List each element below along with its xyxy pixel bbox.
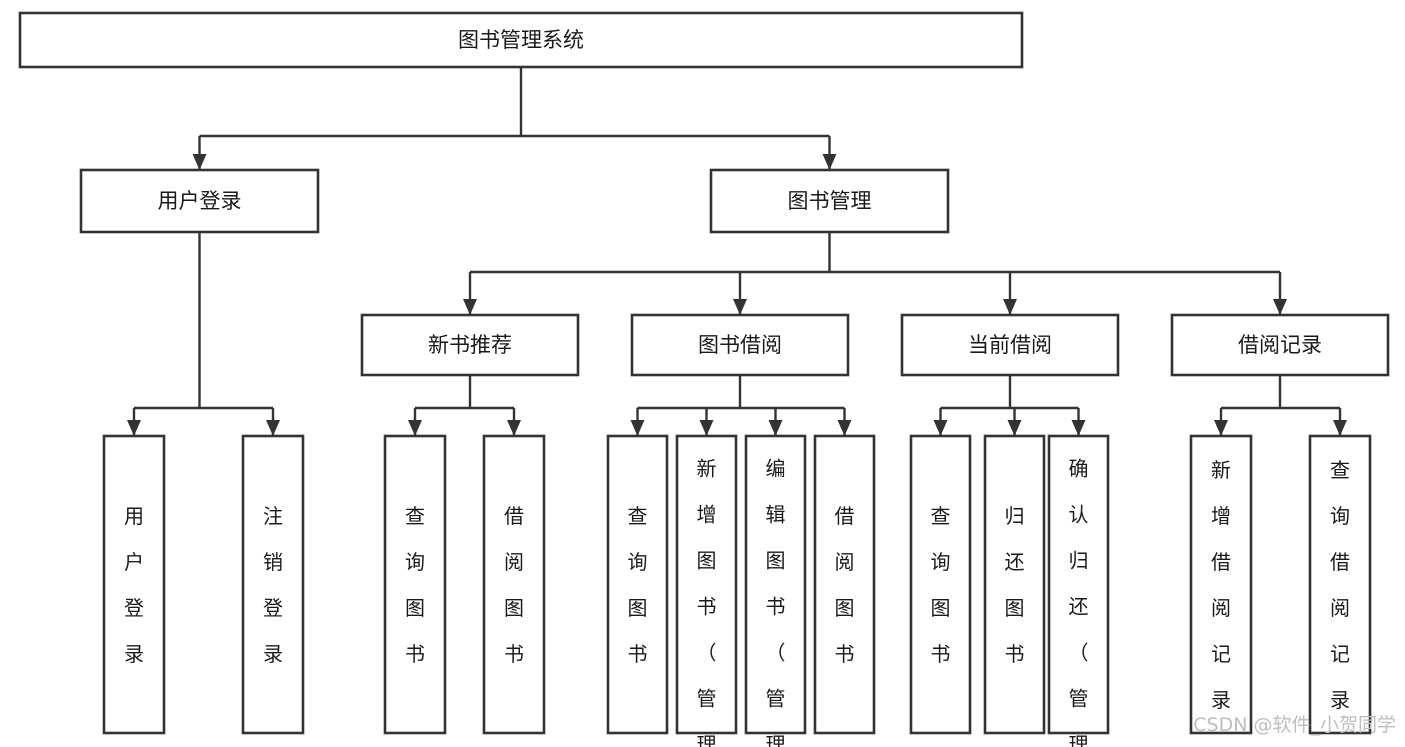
arrow-head-icon [127,420,141,436]
leaf-label: 新增图书（管理员） [697,457,717,747]
leaf-node-leaf-borrow-book-2[interactable]: 借阅图书 [813,434,876,735]
arrow-head-icon [1273,299,1287,315]
node-label: 当前借阅 [968,333,1052,357]
leaf-label: 确认归还（管理员） [1069,457,1089,747]
arrow-head-icon [1007,420,1022,436]
arrow-head-icon [768,420,783,436]
leaf-node-leaf-query-book-2[interactable]: 查询图书 [606,434,669,735]
leaf-label: 用户登录 [124,504,144,666]
node-layer: 图书管理系统用户登录图书管理新书推荐图书借阅当前借阅借阅记录用户登录注销登录查询… [18,11,1390,747]
root-node-root[interactable]: 图书管理系统 [18,11,1024,69]
leaf-node-leaf-borrow-book-1[interactable]: 借阅图书 [482,434,546,735]
leaf-label: 编辑图书（管理员） [766,457,786,747]
arrow-head-icon [837,420,852,436]
leaf-node-leaf-edit-book[interactable]: 编辑图书（管理员） [744,434,807,747]
arrow-head-icon [699,420,714,436]
arrow-head-icon [733,299,747,315]
arrow-head-icon [1071,420,1086,436]
level3-node-book-borrow[interactable]: 图书借阅 [630,313,850,377]
leaf-node-leaf-return-book[interactable]: 归还图书 [983,434,1046,735]
level2-node-user-login[interactable]: 用户登录 [79,168,320,234]
leaf-label: 归还图书 [1005,504,1025,666]
node-label: 借阅记录 [1238,333,1322,357]
leaf-label: 借阅图书 [835,504,855,666]
arrow-head-icon [192,154,207,170]
node-label: 新书推荐 [428,333,512,357]
arrow-head-icon [630,420,645,436]
arrow-head-icon [1214,420,1228,436]
leaf-label: 查询图书 [931,504,951,666]
arrow-head-icon [822,154,837,170]
level3-node-borrow-record[interactable]: 借阅记录 [1170,313,1390,377]
arrow-head-icon [507,420,521,436]
leaf-node-leaf-user-logout[interactable]: 注销登录 [241,434,305,735]
level2-node-book-manage[interactable]: 图书管理 [709,168,950,234]
leaf-node-leaf-query-book-1[interactable]: 查询图书 [383,434,447,735]
connector-layer [127,67,1347,436]
level3-node-new-book-recommend[interactable]: 新书推荐 [360,313,580,377]
arrow-head-icon [408,420,422,436]
leaf-label: 新增借阅记录 [1211,458,1231,712]
arrow-head-icon [463,299,477,315]
node-label: 图书管理系统 [458,28,584,52]
csdn-watermark: CSDN @软件_小贺同学 [1193,714,1396,736]
leaf-label: 注销登录 [263,504,283,666]
leaf-node-leaf-add-book[interactable]: 新增图书（管理员） [675,434,738,747]
arrow-head-icon [266,420,280,436]
node-label: 图书借阅 [698,333,782,357]
node-label: 用户登录 [158,189,242,213]
leaf-label: 查询图书 [405,504,425,666]
leaf-node-leaf-user-login[interactable]: 用户登录 [102,434,166,735]
level3-node-current-borrow[interactable]: 当前借阅 [900,313,1120,377]
leaf-label: 查询借阅记录 [1330,458,1350,712]
arrow-head-icon [1333,420,1347,436]
arrow-head-icon [1003,299,1017,315]
leaf-node-leaf-confirm-return[interactable]: 确认归还（管理员） [1047,434,1110,747]
leaf-label: 查询图书 [628,504,648,666]
leaf-label: 借阅图书 [504,504,524,666]
leaf-node-leaf-add-record[interactable]: 新增借阅记录 [1189,434,1253,735]
leaf-node-leaf-query-book-3[interactable]: 查询图书 [909,434,972,735]
node-label: 图书管理 [788,189,872,213]
leaf-node-leaf-query-record[interactable]: 查询借阅记录 [1308,434,1372,735]
arrow-head-icon [933,420,948,436]
